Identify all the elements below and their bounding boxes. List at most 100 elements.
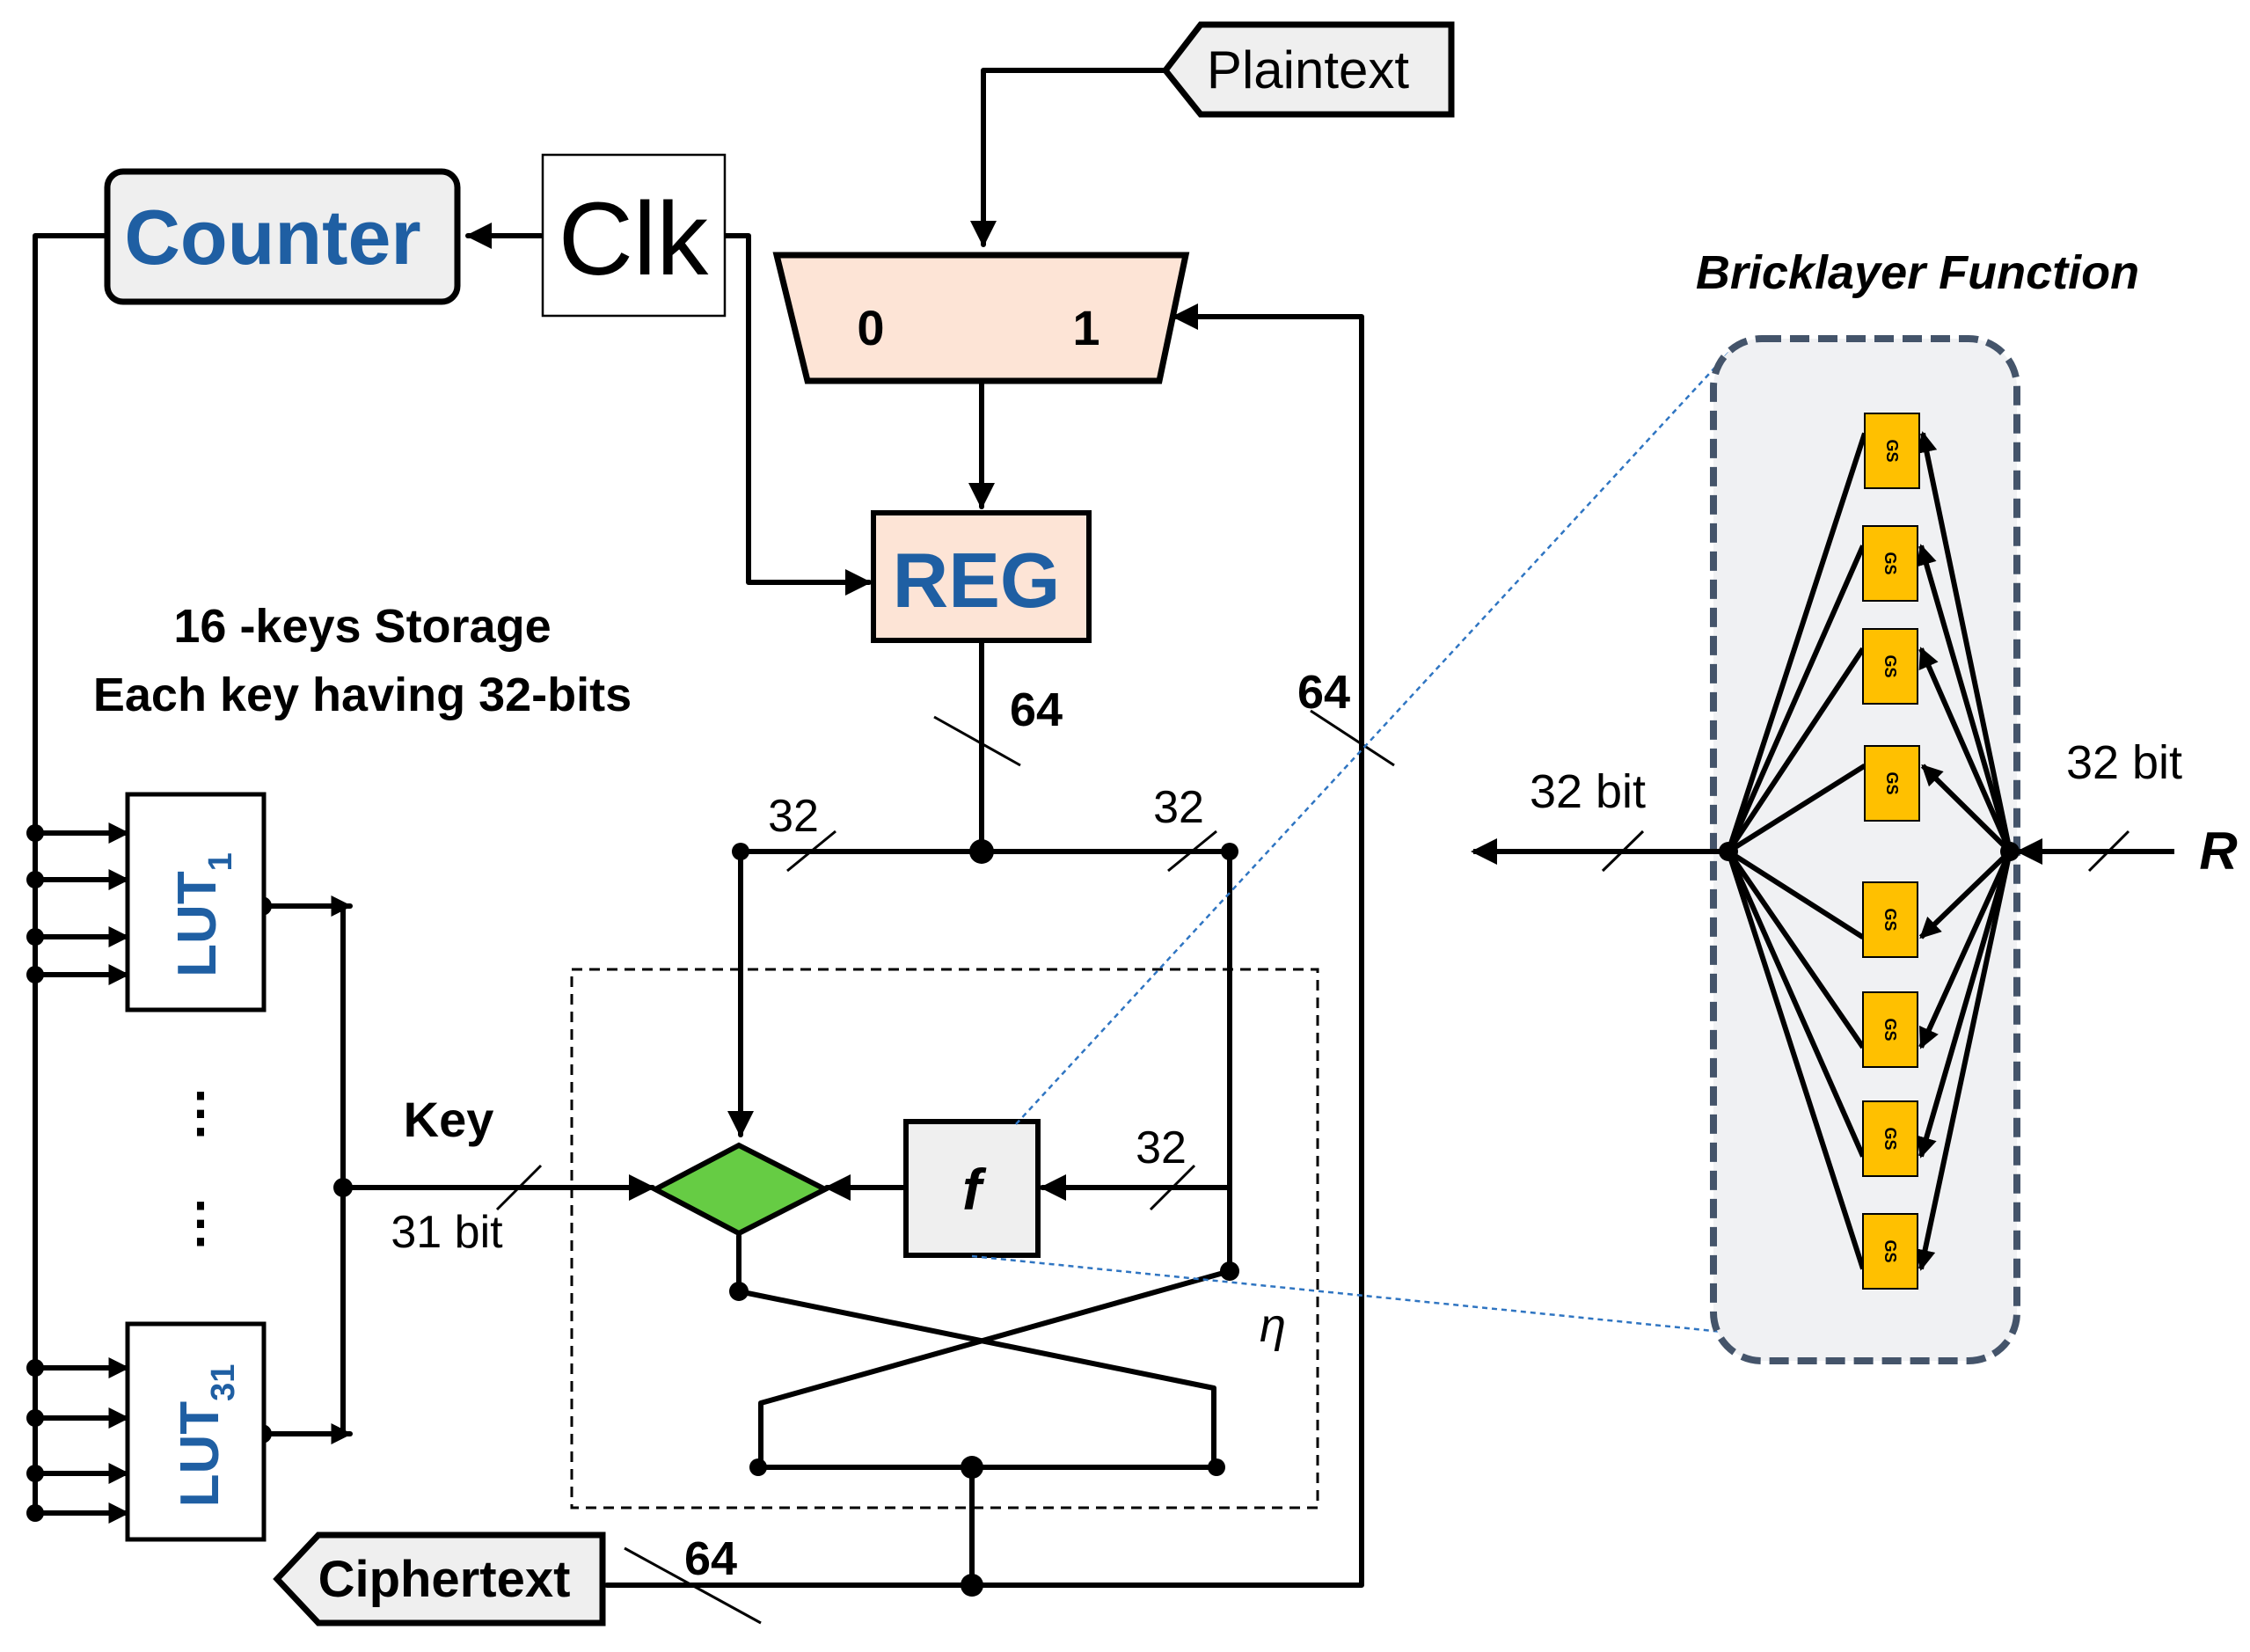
lut-ellipsis-1: ⋮ <box>174 1083 227 1142</box>
sbox: GS <box>1862 881 1918 958</box>
bricklayer-fan-in-wire <box>1916 851 2013 1159</box>
clk-block: Clk <box>541 153 727 318</box>
sbox: GS <box>1862 991 1918 1068</box>
lut-top-subscript: 1 <box>202 852 239 871</box>
key-label: Key <box>404 1092 494 1147</box>
bricklayer-fan-in-wire <box>1918 850 2013 1049</box>
bricklayer-panel <box>1710 335 2020 1364</box>
counter-output-wire <box>33 233 110 1521</box>
bus-slash <box>1310 709 1395 767</box>
bricklayer-wires <box>1726 431 2013 1271</box>
sbox-label: GS <box>1881 1127 1899 1150</box>
svg-text:LUT31: LUT31 <box>170 1364 242 1508</box>
junction-dot <box>961 1574 983 1597</box>
bus-slash <box>1601 830 1645 873</box>
bricklayer-fan-out-wire <box>1726 432 1867 852</box>
ciphertext-label: Ciphertext <box>318 1551 571 1608</box>
counter-label: Counter <box>124 194 420 281</box>
svg-text:LUT1: LUT1 <box>167 852 239 977</box>
sbox: GS <box>1864 745 1920 822</box>
cross-wire-a <box>736 1289 1216 1470</box>
feedback-width-label: 64 <box>1297 666 1350 719</box>
bricklayer-fan-in-wire <box>1920 764 2013 854</box>
sbox: GS <box>1862 525 1918 602</box>
eta-label: η <box>1260 1299 1286 1352</box>
clk-label: Clk <box>559 181 709 297</box>
bricklayer-link-top <box>1015 349 1732 1125</box>
round-function-region <box>570 968 1319 1509</box>
sbox-label: GS <box>1883 771 1901 794</box>
bus-slash <box>786 830 836 873</box>
junction-dot <box>1208 1458 1225 1476</box>
bricklayer-fan-out-wire <box>1726 851 1866 1270</box>
sbox-label: GS <box>1881 908 1899 931</box>
lut-ellipsis-2: ⋮ <box>174 1193 227 1252</box>
sbox-label: GS <box>1881 654 1899 677</box>
bricklayer-fan-out-wire <box>1726 647 1866 853</box>
right-bus-width-label: 32 <box>1153 782 1204 833</box>
bricklayer-title: Bricklayer Function <box>1696 246 2139 299</box>
sbox: GS <box>1862 628 1918 705</box>
sbox: GS <box>1862 1213 1918 1290</box>
reg-label: REG <box>893 537 1061 624</box>
bricklayer-output-width-label: 32 bit <box>1530 765 1646 818</box>
bricklayer-fan-in-wire <box>1918 849 2013 939</box>
bus-slash <box>1167 830 1217 873</box>
bus-slash <box>495 1164 543 1211</box>
reg-output-width-label: 64 <box>1010 683 1063 736</box>
cross-wire-b <box>758 1268 1232 1470</box>
junction-dot <box>1220 1261 1239 1281</box>
bus-slash <box>933 715 1021 767</box>
bricklayer-input-label: R <box>2199 822 2237 881</box>
ciphertext-width-label: 64 <box>684 1532 737 1585</box>
bricklayer-fan-in-wire <box>1914 851 2013 1271</box>
bus-slash <box>1149 1164 1196 1211</box>
junction-dot <box>961 1456 983 1479</box>
sbox-label: GS <box>1881 552 1899 574</box>
bricklayer-fan-out-wire <box>1727 849 1865 940</box>
sbox-label: GS <box>1883 439 1901 462</box>
bricklayer-fan-in-wire <box>1918 647 2013 853</box>
storage-title: 16 -keys Storage <box>173 600 551 653</box>
sbox: GS <box>1862 1100 1918 1177</box>
key-width-label: 31 bit <box>391 1207 503 1258</box>
junction-dot <box>1719 842 1738 861</box>
junction-dot <box>749 1458 767 1476</box>
bricklayer-link-bottom <box>971 1254 1732 1334</box>
plaintext-block: Plaintext <box>1161 21 1455 118</box>
xor-diamond <box>649 1142 831 1237</box>
lut-top-block: LUT1 <box>125 792 267 1012</box>
sbox-group: GS GS GS GS GS GS GS GS <box>1862 413 1920 1290</box>
bricklayer-fan-out-wire <box>1727 763 1866 854</box>
mux-input-1-label: 1 <box>1072 300 1099 355</box>
feedback-wire <box>969 303 1364 1588</box>
bus-slash <box>2087 830 2130 873</box>
clk-to-reg-wire <box>722 233 872 596</box>
bricklayer-fan-out-wire <box>1726 850 1866 1158</box>
storage-subtitle: Each key having 32-bits <box>93 669 632 721</box>
ciphertext-block: Ciphertext <box>273 1531 606 1626</box>
sbox-label: GS <box>1881 1018 1899 1041</box>
bricklayer-input-width-label: 32 bit <box>2066 736 2182 789</box>
junction-dot <box>732 843 749 860</box>
bus-slash <box>624 1546 762 1625</box>
plaintext-label: Plaintext <box>1207 40 1409 99</box>
mux-input-0-label: 0 <box>857 300 884 355</box>
junction-dot <box>729 1282 749 1301</box>
bricklayer-fan-in-wire <box>1916 544 2013 852</box>
lut-bottom-label: LUT <box>170 1401 230 1508</box>
f-function-block: f <box>903 1119 1041 1258</box>
junction-dot <box>2000 842 2020 861</box>
sbox-label: GS <box>1881 1239 1899 1262</box>
lut-bottom-block: LUT31 <box>125 1321 267 1542</box>
left-bus-width-label: 32 <box>768 791 819 842</box>
bricklayer-fan-in-wire <box>1916 431 2013 852</box>
f-input-width-label: 32 <box>1136 1122 1187 1173</box>
counter-block: Counter <box>104 168 461 305</box>
lut-bottom-subscript: 31 <box>205 1364 242 1401</box>
lut-top-label: LUT <box>167 871 228 977</box>
reg-block: REG <box>871 510 1092 643</box>
sbox: GS <box>1864 413 1920 489</box>
junction-dot <box>333 1178 353 1197</box>
